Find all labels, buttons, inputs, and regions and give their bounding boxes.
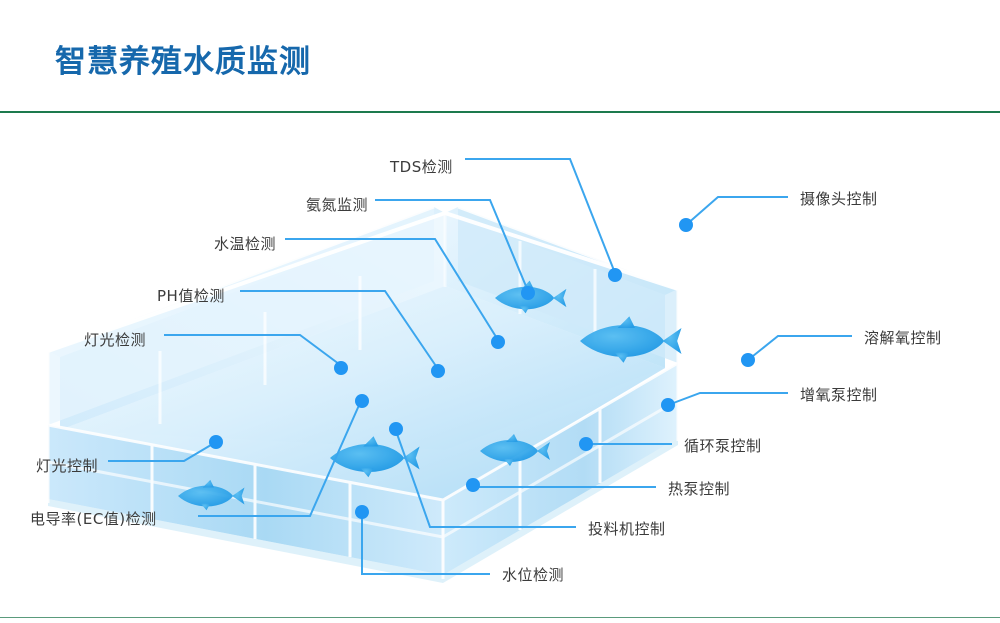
sensor-dot-dissolved-oxygen xyxy=(741,353,755,367)
label-tds[interactable]: TDS检测 xyxy=(390,158,453,176)
tank-rim-highlight xyxy=(47,210,679,353)
sensor-dot-light-ctl xyxy=(209,435,223,449)
label-ph[interactable]: PH值检测 xyxy=(157,287,225,305)
leader-tds xyxy=(465,158,616,274)
label-oxygen-pump-control[interactable]: 增氧泵控制 xyxy=(800,386,878,404)
sensor-dot-water-temp xyxy=(491,335,505,349)
fish-5 xyxy=(580,316,682,363)
leader-ec xyxy=(198,402,361,517)
leader-feeder xyxy=(395,430,576,528)
leader-ph xyxy=(240,290,439,370)
tank-outer-wall-back-left xyxy=(48,207,434,425)
fish-1 xyxy=(330,436,420,478)
diagram-area: TDS检测 氨氮监测 水温检测 PH值检测 灯光检测 灯光控制 电导率(EC值)… xyxy=(0,113,1000,617)
sensor-dot-ammonia xyxy=(521,286,535,300)
label-camera-control[interactable]: 摄像头控制 xyxy=(800,190,878,208)
sensor-dot-ph xyxy=(431,364,445,378)
sensor-dots xyxy=(209,218,755,519)
leader-ammonia xyxy=(375,199,529,292)
footer-divider xyxy=(0,617,1000,618)
label-feeder-control[interactable]: 投料机控制 xyxy=(588,520,666,538)
leader-oxy-pump xyxy=(667,392,788,406)
sensor-dot-light-det xyxy=(334,361,348,375)
label-water-level[interactable]: 水位检测 xyxy=(502,566,565,584)
sensor-dot-circ-pump xyxy=(579,437,593,451)
label-ec-detection[interactable]: 电导率(EC值)检测 xyxy=(30,510,157,528)
leader-water-temp xyxy=(285,238,499,341)
label-circulation-pump-control[interactable]: 循环泵控制 xyxy=(684,437,762,455)
header-divider xyxy=(0,111,1000,113)
sensor-dot-water-level xyxy=(355,505,369,519)
sensor-leader-lines xyxy=(108,158,852,575)
label-water-temp[interactable]: 水温检测 xyxy=(214,235,277,253)
label-light-detection[interactable]: 灯光检测 xyxy=(84,331,147,349)
sensor-dot-camera xyxy=(679,218,693,232)
leader-light-ctl xyxy=(108,441,217,462)
label-ammonia[interactable]: 氨氮监测 xyxy=(306,196,369,214)
page-title: 智慧养殖水质监测 xyxy=(55,44,311,80)
sensor-dot-ec xyxy=(355,394,369,408)
sensor-dot-oxy-pump xyxy=(661,398,675,412)
sensor-dot-heat-pump xyxy=(466,478,480,492)
label-dissolved-oxygen-control[interactable]: 溶解氧控制 xyxy=(864,329,942,347)
leader-dissolved-oxygen xyxy=(747,335,852,361)
fish-3 xyxy=(480,434,550,466)
fish-2 xyxy=(178,479,245,511)
sensor-dot-tds xyxy=(608,268,622,282)
label-heat-pump-control[interactable]: 热泵控制 xyxy=(668,480,731,498)
leader-camera xyxy=(685,196,788,226)
fish-group xyxy=(178,280,682,511)
leader-light-det xyxy=(164,334,344,368)
sensor-dot-feeder xyxy=(389,422,403,436)
label-light-control[interactable]: 灯光控制 xyxy=(36,457,99,475)
aquaculture-tank-illustration xyxy=(0,113,1000,617)
page-header: 智慧养殖水质监测 xyxy=(0,0,1000,112)
leader-water-level xyxy=(361,513,490,575)
